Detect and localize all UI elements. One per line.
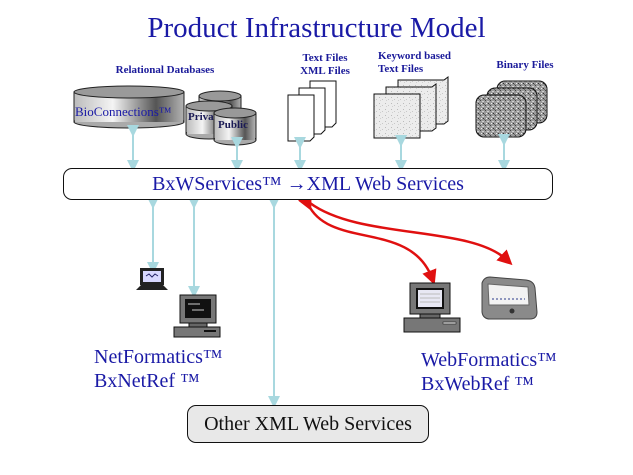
text-files-icon <box>287 80 337 142</box>
binary-files-icon <box>475 80 548 138</box>
public-label: Public <box>218 119 248 131</box>
bioconnections-label: BioConnections™ <box>75 104 172 119</box>
laptop-icon <box>136 268 168 290</box>
bxwservices-bus[interactable]: BxWServices™ →XML Web Services <box>63 168 553 200</box>
netformatics-line2: BxNetRef ™ <box>94 370 200 392</box>
keyword-files-label: Keyword based Text Files <box>378 50 468 76</box>
public-database-icon <box>213 107 257 146</box>
relational-databases-label: Relational Databases <box>115 64 215 76</box>
tablet-device-icon <box>481 276 538 320</box>
text-files-label-line1: Text Files <box>302 52 348 64</box>
keyword-files-label-line2: Text Files <box>378 63 424 75</box>
text-files-label: Text Files XML Files <box>290 52 360 78</box>
webformatics-line1: WebFormatics™ <box>421 349 557 371</box>
netformatics-label: NetFormatics™ BxNetRef ™ <box>94 345 222 393</box>
desktop-computer-net-icon <box>173 294 221 338</box>
webformatics-label: WebFormatics™ BxWebRef ™ <box>421 348 557 396</box>
other-xml-web-services-box[interactable]: Other XML Web Services <box>187 405 429 443</box>
netformatics-line1: NetFormatics™ <box>94 346 223 368</box>
webformatics-line2: BxWebRef ™ <box>421 373 534 395</box>
connector-web-tablet <box>309 201 513 266</box>
binary-files-label: Binary Files <box>496 59 554 71</box>
bioconnections-database-icon <box>73 85 185 129</box>
web-connectors <box>297 193 513 286</box>
text-files-label-line2: XML Files <box>300 65 350 77</box>
desktop-computer-web-icon <box>403 282 461 333</box>
private-label: Priva <box>188 111 214 123</box>
source-connectors <box>127 125 510 408</box>
keyword-files-label-line1: Keyword based <box>378 50 452 62</box>
diagram-title: Product Infrastructure Model <box>147 12 486 44</box>
connector-web-desktop <box>297 193 437 286</box>
keyword-text-files-icon <box>373 76 449 139</box>
